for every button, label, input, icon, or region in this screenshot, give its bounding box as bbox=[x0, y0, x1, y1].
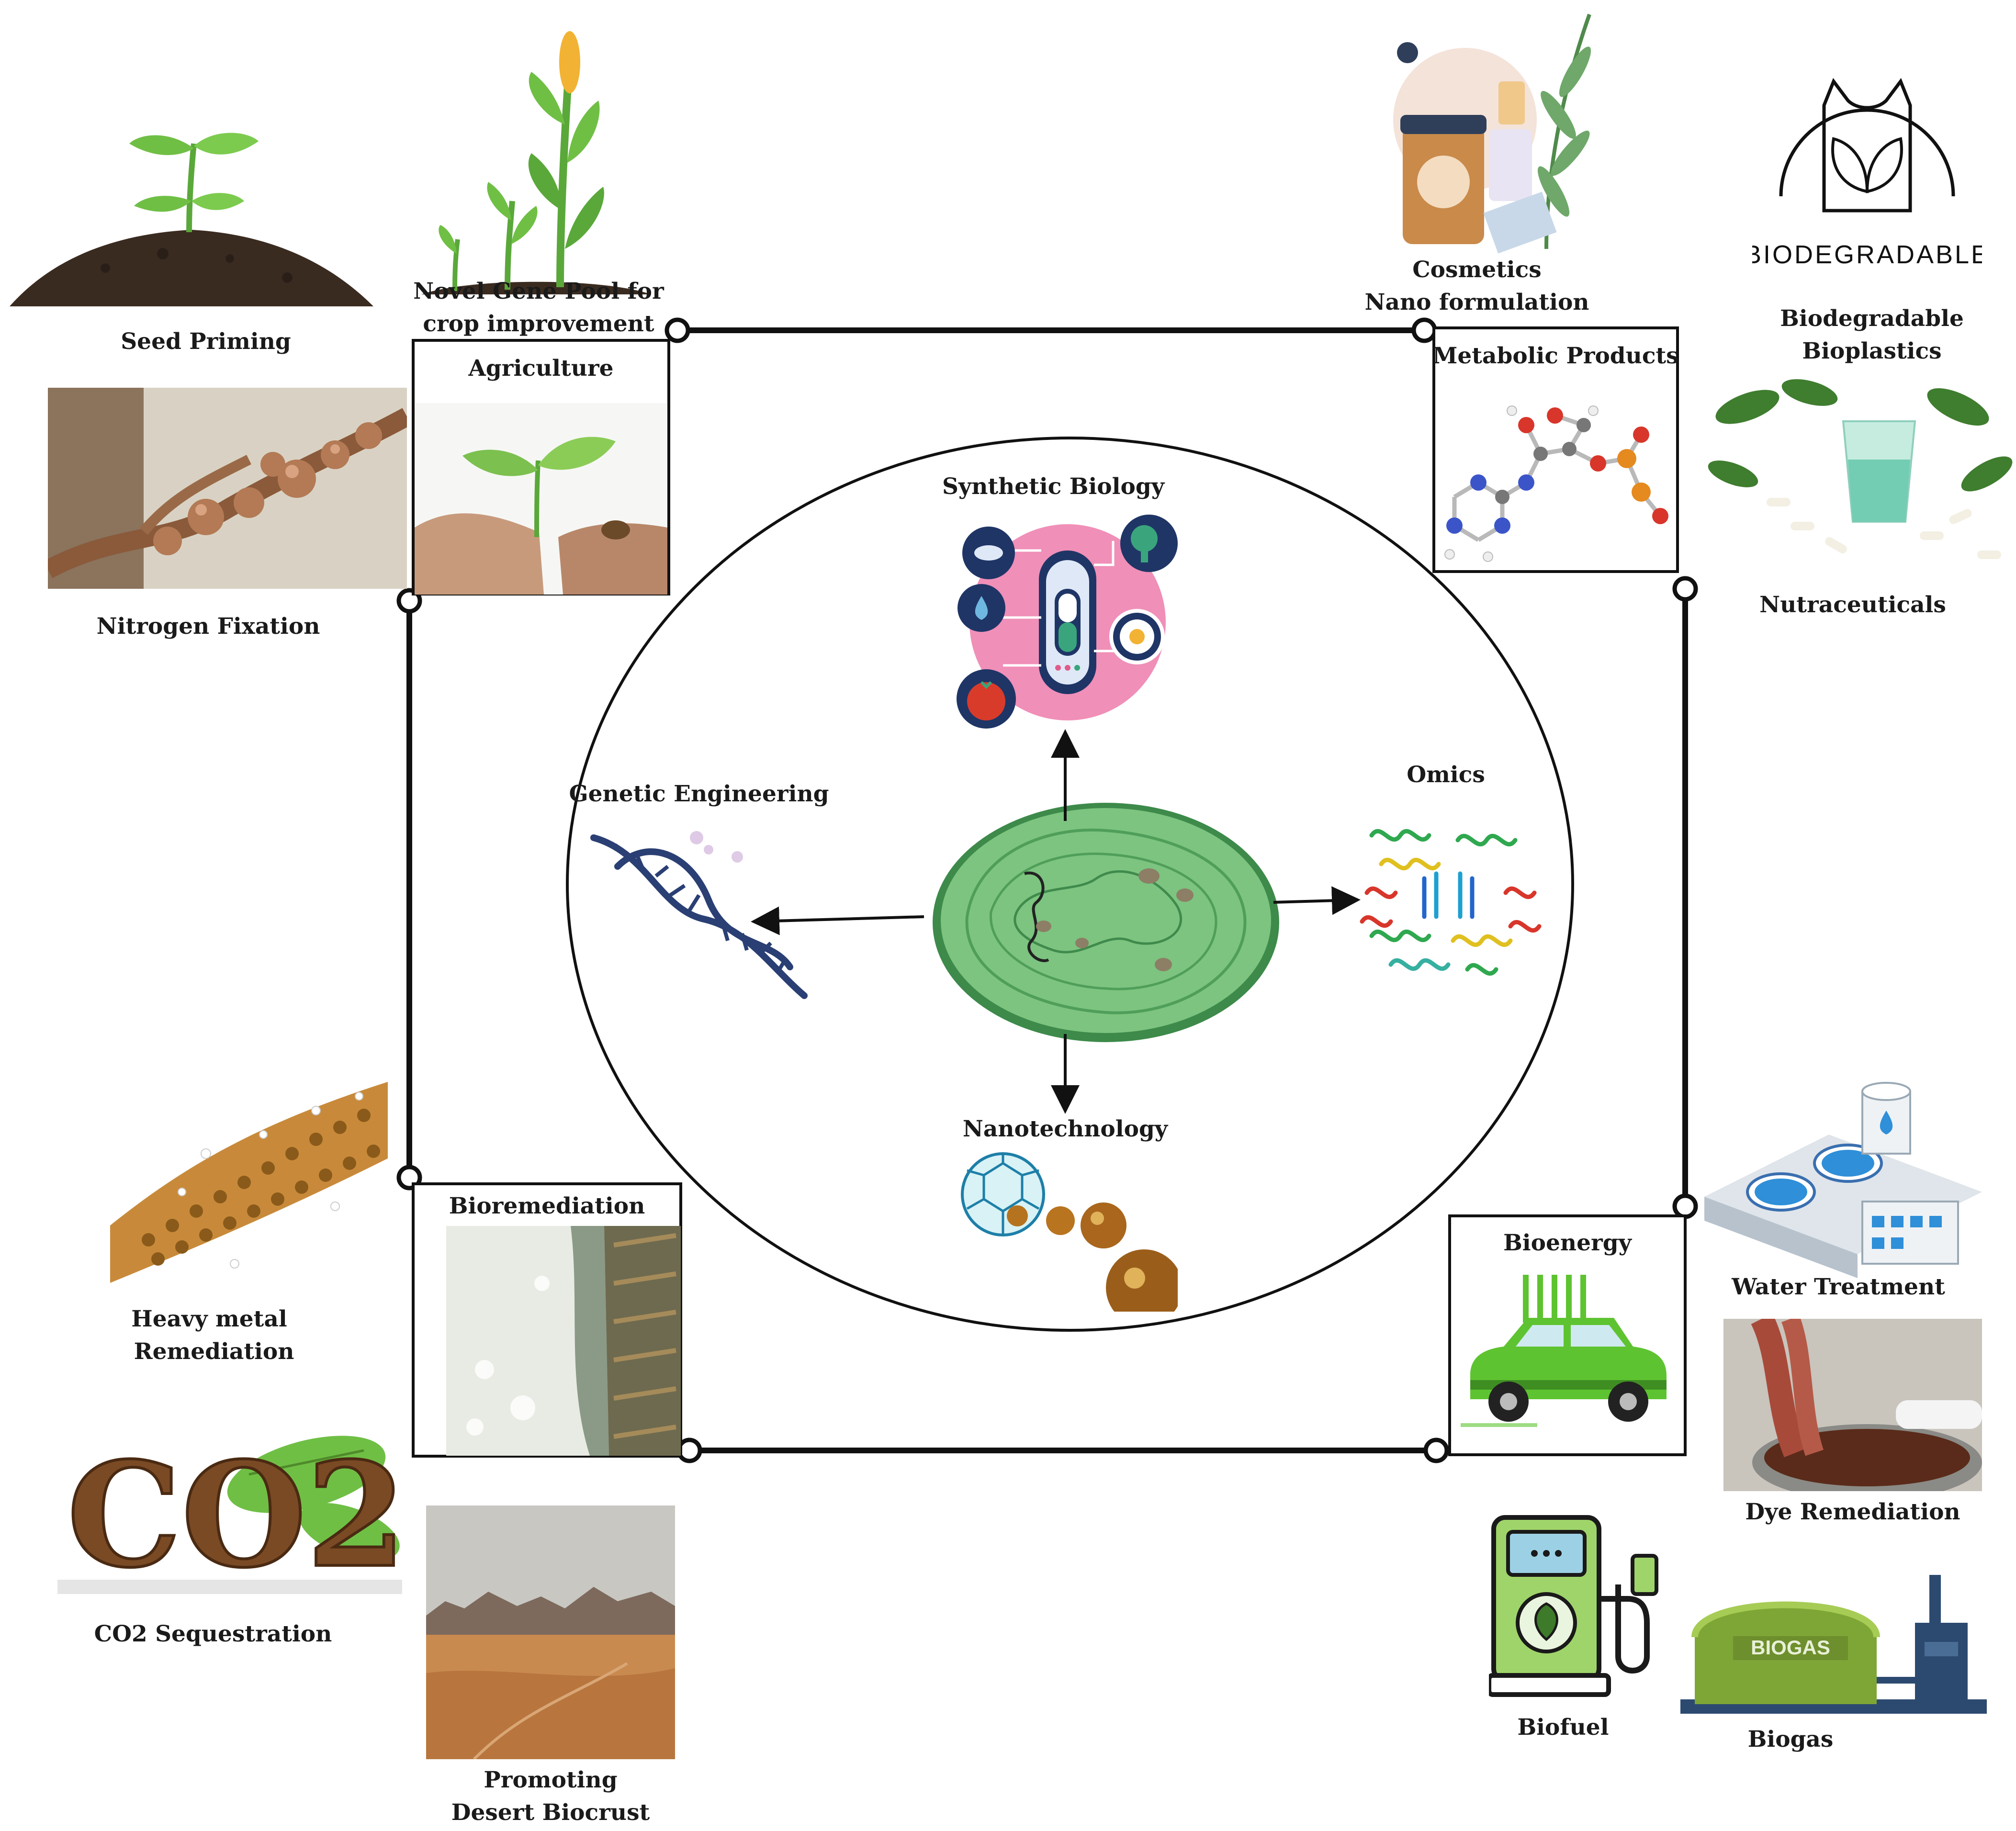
cosmetics-image bbox=[1393, 13, 1591, 254]
dye-remediation-label: Dye Remediation bbox=[1745, 1499, 1960, 1525]
bioenergy-label: Bioenergy bbox=[1503, 1230, 1632, 1256]
metabolic-products-box: Metabolic Products bbox=[1432, 326, 1679, 573]
nitrogen-fixation-label: Nitrogen Fixation bbox=[96, 613, 320, 640]
nutraceuticals-image bbox=[1708, 379, 2013, 559]
desert-image bbox=[426, 1505, 675, 1759]
bioenergy-box: Bioenergy bbox=[1448, 1214, 1687, 1456]
metabolic-products-label: Metabolic Products bbox=[1432, 343, 1679, 369]
green-car-image bbox=[1461, 1275, 1667, 1427]
protein-structure-icon bbox=[1360, 829, 1542, 976]
biogas-plant-image: BIOGAS bbox=[1680, 1575, 1987, 1714]
omics-label: Omics bbox=[1407, 762, 1485, 788]
biogas-label: Biogas bbox=[1747, 1726, 1834, 1752]
heavy-metal-membrane-image bbox=[110, 1082, 388, 1283]
gene-pool-plants-image bbox=[421, 31, 651, 294]
nanotechnology-label: Nanotechnology bbox=[962, 1116, 1168, 1142]
bioremediation-box: Bioremediation bbox=[412, 1182, 682, 1458]
bioplastics-label-line1: Biodegradable bbox=[1780, 305, 1964, 332]
co2-sequestration-label: CO2 Sequestration bbox=[94, 1621, 332, 1647]
frame-node-7 bbox=[1672, 576, 1698, 602]
biofuel-pump-icon bbox=[1489, 1515, 1658, 1697]
cosmetics-label-line1: Cosmetics bbox=[1412, 257, 1542, 283]
bioremediation-label: Bioremediation bbox=[449, 1193, 645, 1219]
biofuel-label: Biofuel bbox=[1517, 1714, 1609, 1741]
frame-node-6 bbox=[1423, 1438, 1449, 1463]
dye-remediation-image bbox=[1723, 1319, 1982, 1491]
nanoparticles-icon bbox=[961, 1152, 1178, 1312]
frame-node-2 bbox=[1411, 317, 1437, 343]
water-treatment-image bbox=[1704, 1082, 1982, 1278]
seed-priming-label: Seed Priming bbox=[121, 328, 291, 355]
heavy-metal-label-line1: Heavy metal bbox=[131, 1306, 287, 1332]
synthetic-biology-label: Synthetic Biology bbox=[942, 473, 1165, 500]
heavy-metal-label-line2: Remediation bbox=[134, 1338, 294, 1365]
agriculture-box: Agriculture bbox=[412, 339, 670, 595]
dna-helix-icon bbox=[590, 831, 808, 999]
desert-label-line2: Desert Biocrust bbox=[451, 1799, 650, 1826]
frame-node-1 bbox=[664, 317, 690, 343]
cosmetics-label-line2: Nano formulation bbox=[1364, 289, 1589, 315]
frame-node-8 bbox=[1672, 1193, 1698, 1219]
seed-priming-image bbox=[10, 133, 373, 306]
gene-pool-label-line2: crop improvement bbox=[423, 311, 654, 337]
hands-seedling-image bbox=[415, 403, 667, 595]
root-nodules-image bbox=[48, 388, 407, 589]
nutraceuticals-label: Nutraceuticals bbox=[1759, 592, 1946, 618]
water-treatment-label: Water Treatment bbox=[1732, 1274, 1945, 1300]
bioplastics-label-line2: Bioplastics bbox=[1802, 338, 1942, 364]
central-ellipse bbox=[566, 437, 1574, 1332]
gene-pool-label-line1: Novel Gene Pool for bbox=[413, 278, 664, 304]
co2-wooden-text: CO2 bbox=[67, 1430, 402, 1599]
biodegradable-badge-text: BIODEGRADABLE bbox=[1752, 240, 1982, 269]
synthetic-biology-icon bbox=[957, 515, 1178, 729]
biogas-sign-text: BIOGAS bbox=[1751, 1636, 1830, 1659]
desert-label-line1: Promoting bbox=[484, 1767, 618, 1793]
chloroplast-illustration bbox=[933, 803, 1279, 1042]
biodegradable-badge-image: BIODEGRADABLE bbox=[1752, 78, 1982, 269]
co2-wooden-letters-image: CO2 bbox=[57, 1429, 402, 1601]
frame-node-3 bbox=[396, 588, 422, 614]
molecule-model-image bbox=[1444, 405, 1668, 562]
genetic-engineering-label: Genetic Engineering bbox=[569, 781, 829, 807]
agriculture-label: Agriculture bbox=[468, 355, 614, 382]
water-flow-image bbox=[446, 1226, 681, 1456]
